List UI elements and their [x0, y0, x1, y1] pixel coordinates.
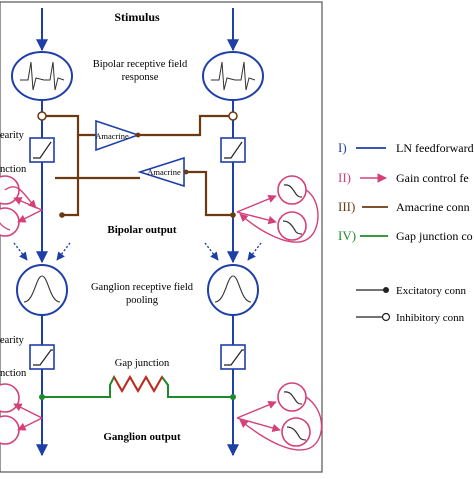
amacrine-bottom-output-dot	[183, 169, 189, 175]
nonlinearity-box-right-top	[220, 137, 246, 163]
nonlinearity-partial-bottom: earity	[0, 335, 25, 346]
nonlinearity-box-right-bottom	[220, 344, 246, 370]
svg-text:Excitatory conn: Excitatory conn	[396, 285, 466, 297]
gain-control-bottom-left	[0, 383, 43, 445]
legend-item-gain-control: II) Gain control fe	[338, 170, 469, 185]
svg-text:LN feedforward: LN feedforward	[396, 141, 474, 155]
pooling-arrows	[13, 242, 262, 261]
amacrine-excitatory-dot-left	[59, 212, 65, 218]
tap-circle-left	[37, 111, 47, 121]
nonlinearity-box-left-top	[29, 137, 55, 163]
bipolar-rf-right	[202, 51, 264, 101]
gain-control-top-left	[0, 175, 43, 237]
legend-inhibitory: Inhibitory conn	[356, 312, 465, 324]
ganglion-rf-label-line2: pooling	[126, 295, 159, 306]
amacrine-excitatory-dot-right	[230, 212, 236, 218]
ganglion-rf-label-line1: Ganglion receptive field	[91, 282, 194, 293]
nonlinearity-box-left-bottom	[29, 344, 55, 370]
gain-control-top-right	[236, 175, 319, 243]
svg-text:Amacrine conn: Amacrine conn	[396, 200, 470, 214]
amacrine-bottom: Amacrine	[137, 156, 185, 188]
junction-partial-top: nction	[0, 164, 27, 175]
svg-text:Inhibitory conn: Inhibitory conn	[396, 312, 465, 324]
tap-circle-right	[228, 111, 238, 121]
stimulus-label: Stimulus	[114, 10, 160, 24]
legend-item-amacrine: III) Amacrine conn	[338, 199, 470, 214]
gap-junction-label: Gap junction	[115, 358, 170, 369]
junction-partial-bottom: nction	[0, 368, 27, 379]
svg-text:III): III)	[338, 199, 355, 214]
amacrine-top-output-dot	[135, 132, 141, 138]
gap-junction-connection	[39, 374, 236, 400]
diagram-frame	[0, 1, 323, 473]
amacrine-top: Amacrine	[95, 119, 141, 152]
amacrine-connections	[46, 114, 233, 217]
bipolar-rf-left	[11, 51, 73, 101]
bipolar-rf-label-line2: response	[122, 72, 159, 83]
ganglion-rf-right	[207, 264, 259, 316]
svg-text:IV): IV)	[338, 228, 356, 243]
legend-item-ln-feedforward: I) LN feedforward	[338, 140, 474, 155]
legend: I) LN feedforward II) Gain control fe II…	[338, 140, 474, 324]
svg-text:Gap junction co: Gap junction co	[396, 229, 473, 243]
gain-control-bottom-right	[236, 382, 323, 451]
ganglion-rf-left	[16, 264, 68, 316]
legend-excitatory: Excitatory conn	[356, 285, 466, 297]
ganglion-output-label: Ganglion output	[103, 431, 181, 443]
svg-text:Gain control fe: Gain control fe	[396, 171, 469, 185]
nonlinearity-partial-top: earity	[0, 130, 25, 141]
svg-text:Amacrine: Amacrine	[147, 167, 181, 177]
bipolar-rf-label-line1: Bipolar receptive field	[93, 59, 188, 70]
bipolar-output-label: Bipolar output	[107, 224, 177, 236]
legend-item-gap-junction: IV) Gap junction co	[338, 228, 473, 243]
svg-text:II): II)	[338, 170, 351, 185]
svg-text:I): I)	[338, 140, 347, 155]
svg-text:Amacrine: Amacrine	[95, 131, 129, 141]
